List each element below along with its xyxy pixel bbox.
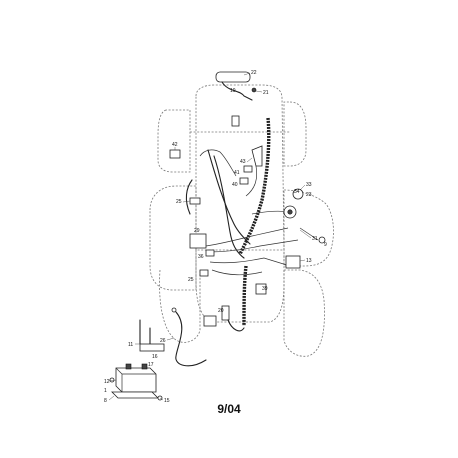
- callout-34: 34: [294, 189, 300, 195]
- leader-line: [299, 229, 312, 239]
- leader-line: [299, 184, 306, 191]
- switch-39: [255, 283, 267, 295]
- callout-labels: 22 19 21 42 43 41 40 33 34 25 29 36 31 1…: [104, 70, 327, 404]
- callout-29: 29: [194, 228, 200, 234]
- ignition-lead: [185, 179, 193, 215]
- callout-21: 21: [263, 90, 269, 96]
- conduit-front: [238, 117, 271, 255]
- leader-line: [166, 337, 175, 341]
- plug-25b: [199, 269, 209, 277]
- callout-39: 39: [262, 286, 268, 292]
- battery-group: [109, 307, 207, 401]
- hood-outline: [195, 84, 285, 251]
- connector-36: [205, 249, 215, 257]
- bracket-43: [251, 145, 263, 167]
- module-31: [189, 233, 207, 249]
- callout-12: 12: [104, 379, 110, 385]
- switch-41: [243, 165, 253, 173]
- leader-line: [255, 90, 263, 93]
- headlight-connector: [251, 87, 257, 93]
- conduit-rear: [242, 265, 248, 327]
- callout-19: 19: [230, 88, 236, 94]
- leader-line: [243, 72, 251, 76]
- callout-16: 16: [152, 354, 158, 360]
- seat-lead: [227, 319, 245, 332]
- wire-harness: [185, 117, 319, 327]
- callout-8: 8: [104, 398, 107, 404]
- switch-20: [203, 315, 217, 327]
- seat-switch-26: [221, 305, 230, 321]
- harness-branch-6: [211, 269, 263, 276]
- relay-13: [285, 255, 301, 269]
- callout-33: 33: [306, 182, 312, 188]
- cable-terminal-top: [171, 307, 177, 313]
- callout-1: 1: [104, 388, 107, 394]
- callout-13: 13: [306, 258, 312, 264]
- headlight-assembly: [215, 71, 257, 127]
- leader-line: [108, 379, 117, 382]
- harness-branch-9: [199, 149, 237, 177]
- harness-branch-5: [209, 257, 291, 267]
- leader-line: [159, 397, 164, 401]
- battery-hold-down-12: [139, 343, 165, 352]
- callout-25b: 25: [188, 277, 194, 283]
- rear-wheel-left: [149, 185, 197, 291]
- leader-line: [108, 395, 115, 401]
- front-wheel-right: [283, 101, 307, 167]
- hood-switch-bracket: [231, 115, 240, 127]
- pto-lead: [299, 227, 319, 241]
- hood-clip-42: [169, 149, 181, 159]
- callout-43: 43: [240, 159, 246, 165]
- bolt-1: [109, 377, 115, 383]
- revision-date: 9/04: [217, 402, 241, 416]
- tractor-outline: [149, 84, 334, 357]
- leader-line: [246, 157, 253, 163]
- harness-branch-2: [213, 155, 245, 259]
- harness-branch-1: [207, 149, 251, 245]
- callout-20: 20: [218, 308, 224, 314]
- callout-25: 25: [176, 199, 182, 205]
- front-wheel-left: [157, 109, 191, 173]
- headlight-housing: [215, 71, 251, 83]
- callout-9: 9: [324, 242, 327, 248]
- battery-terminal-neg: [141, 363, 148, 370]
- battery-tray-8: [111, 391, 159, 399]
- terminal-9: [318, 236, 326, 244]
- leader-lines: [108, 72, 312, 401]
- plug-25: [189, 197, 201, 205]
- rear-tire-left: [159, 269, 201, 343]
- battery-top-edge: [115, 367, 156, 392]
- connector-33: [292, 188, 304, 200]
- battery-terminal-pos: [125, 363, 132, 370]
- callout-42: 42: [172, 142, 178, 148]
- callout-36: 36: [198, 254, 204, 260]
- callout-31: 31: [312, 236, 318, 242]
- headlight-lead-wire: [221, 81, 253, 101]
- battery-cable: [175, 311, 207, 367]
- harness-branch-8: [245, 165, 258, 197]
- callout-23: 23: [306, 192, 312, 198]
- leader-line: [182, 200, 191, 203]
- leader-line: [299, 259, 306, 262]
- ignition-switch-core: [287, 209, 293, 215]
- rear-tire-right: [283, 269, 325, 357]
- callout-40: 40: [232, 182, 238, 188]
- callout-22: 22: [251, 70, 257, 76]
- harness-branch-3: [205, 227, 289, 247]
- callout-15: 15: [164, 398, 170, 404]
- rear-wheel-right: [283, 189, 334, 267]
- switch-40: [239, 177, 249, 185]
- callout-41: 41: [234, 170, 240, 176]
- callout-26: 26: [160, 338, 166, 344]
- callout-11: 11: [128, 342, 133, 348]
- callout-17: 17: [148, 362, 154, 368]
- seat-deck-outline: [195, 250, 285, 323]
